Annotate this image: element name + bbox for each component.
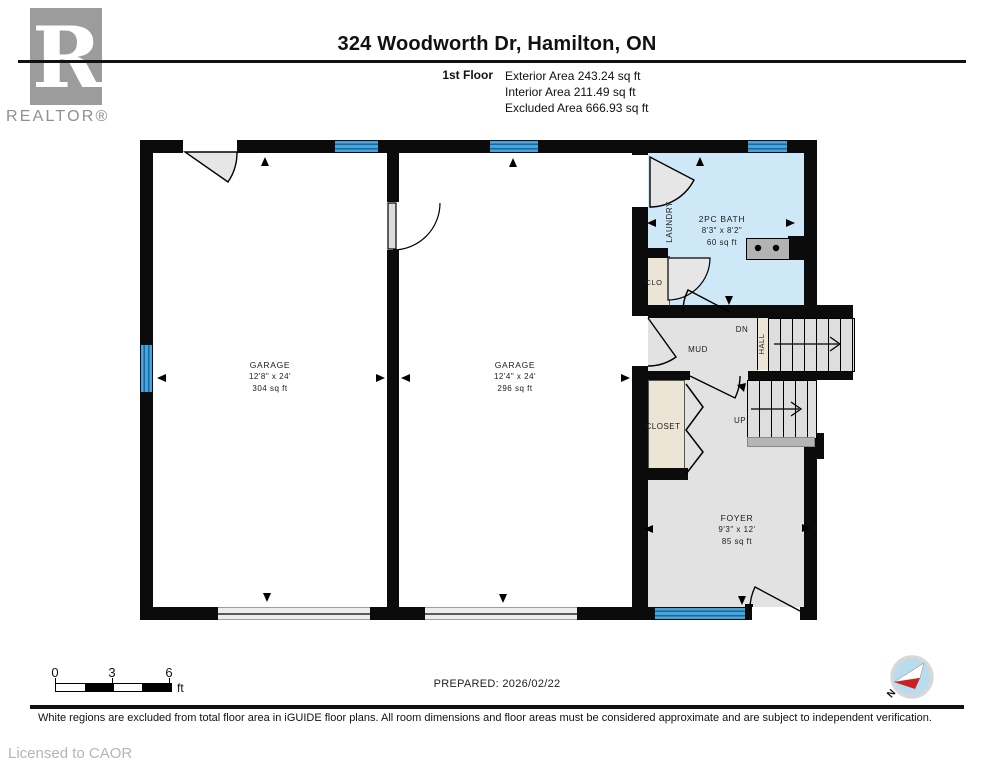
wall-bath-bottom [632,305,853,318]
door-swing-garage-divider [392,202,441,251]
room-label-clo: CLO [645,278,663,287]
room-area: 304 sq ft [252,384,288,393]
exterior-area: Exterior Area 243.24 sq ft [505,69,641,83]
window-foyer-bottom [655,608,745,619]
label-up: UP [733,416,747,425]
dimension-arrow-right [621,374,630,382]
realtor-logo-word: REALTOR® [6,108,110,125]
door-swing-entry [182,151,238,183]
scale-tick-0: 0 [51,665,59,680]
dimension-arrow-up [509,158,517,167]
wall-stair-stub [815,433,824,459]
room-name: GARAGE [249,360,291,370]
room-dims: 12'4" x 24' [493,372,537,381]
realtor-logo-icon: R [30,8,102,105]
scale-tickmark [112,678,113,683]
garage-divider-door-opening [387,202,399,250]
mud-door-opening [632,316,648,366]
page-title: 324 Woodworth Dr, Hamilton, ON [337,33,657,55]
stairs-up [747,380,817,439]
scale-bar [55,683,172,692]
license-text: Licensed to CAOR [8,745,133,762]
scale-segment [84,684,114,691]
room-area: 296 sq ft [497,384,533,393]
room-dims: 9'3" x 12' [718,525,756,534]
wall-mud-bottom-left [632,371,690,380]
wall-closet-bottom [640,468,688,480]
room-label-mud: MUD [688,345,708,354]
scale-segment [113,684,143,691]
closet-floor [648,380,685,470]
room-name: GARAGE [494,360,536,370]
room-label-garage1: GARAGE 12'8" x 24' 304 sq ft [249,359,291,395]
garage-door-2 [425,607,577,620]
stairs-down [768,318,855,372]
scale-tickmark [55,678,56,683]
room-dims: 8'3" x 8'2" [701,226,743,235]
prepared-date: PREPARED: 2026/02/22 [433,678,561,690]
svg-text:R: R [32,8,102,105]
room-name: 2PC BATH [698,214,746,224]
wall-clo-top [640,248,668,258]
room-area: 85 sq ft [721,537,753,546]
floor-label: 1st Floor [442,68,493,82]
room-label-foyer: FOYER 9'3" x 12' 85 sq ft [718,512,755,548]
room-label-bath: 2PC BATH 8'3" x 8'2" 60 sq ft [699,213,746,249]
laundry-door-opening [632,155,648,207]
garage-door-1 [218,607,370,620]
room-label-garage2: GARAGE 12'4" x 24' 296 sq ft [494,359,536,395]
room-label-laundry: LAUNDRY [665,201,674,243]
dimension-arrow-left [401,374,410,382]
dimension-arrow-up [261,157,269,166]
wall-garage-divider [387,140,399,607]
scale-unit: ft [177,681,184,695]
wall-top [140,140,817,153]
entry-door-opening [183,140,237,153]
room-dims: 12'8" x 24' [248,372,292,381]
wall-vanity-side [788,236,804,260]
dimension-arrow-left [157,374,166,382]
scale-segment [56,684,85,691]
room-name: FOYER [720,513,754,523]
dimension-arrow-down [263,593,271,602]
dimension-arrow-down [499,594,507,603]
scale-segment [142,684,171,691]
room-area: 60 sq ft [706,238,738,247]
vanity-counter [746,238,790,260]
compass: N [885,655,934,700]
area-stats: Exterior Area 243.24 sq ft Interior Area… [505,68,648,116]
wall-door-stub [745,604,753,620]
window-garage2-top [490,141,538,152]
compass-needle-red [894,678,920,689]
window-garage1-top [335,141,378,152]
label-dn: DN [735,325,749,334]
header-divider [18,60,966,63]
scale-tick-3: 3 [108,665,116,680]
realtor-logo: R [30,8,102,105]
room-label-closet: CLOSET [645,422,681,431]
dimension-arrow-right [376,374,385,382]
interior-area: Interior Area 211.49 sq ft [505,85,636,99]
stairs-landing [747,437,815,447]
window-bath-top [748,141,787,152]
scale-tick-6: 6 [165,665,173,680]
disclaimer-text: White regions are excluded from total fl… [38,712,932,724]
window-garage1-left [141,345,152,392]
excluded-area: Excluded Area 666.93 sq ft [505,101,649,115]
wall-mud-bottom-right [748,371,853,380]
front-door-opening [752,607,800,620]
scale-tickmark [169,678,170,683]
room-label-hall: HALL [757,333,766,355]
footer-divider [30,705,964,709]
